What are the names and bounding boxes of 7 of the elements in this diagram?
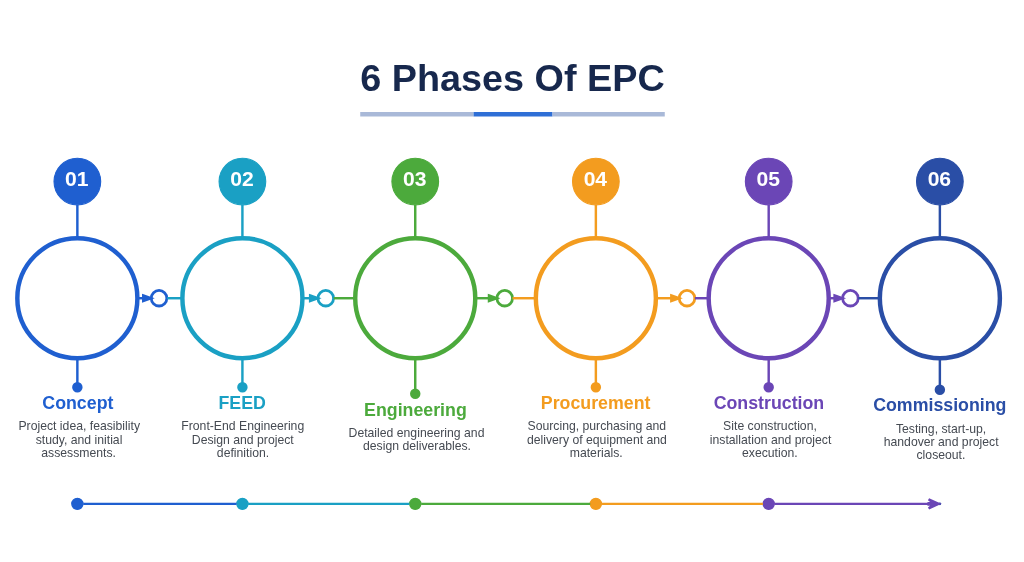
node-text: Construction Site construction, installation and project execution. (709, 393, 831, 460)
node-text: Engineering Detailed engineering and design deliverables. (348, 399, 484, 454)
diagram-title: 6 Phases Of EPC (359, 57, 665, 100)
node-text: Concept Project idea, feasibility study, and initial assessments. (17, 393, 140, 460)
node-text: FEED Front-End Engineering Design and project definition. (180, 393, 304, 460)
node-text: Procurement Sourcing, purchasing and delivery of equipment and materials. (526, 393, 667, 460)
node-text: Commissioning Testing, start-up, handover and project closeout. (872, 395, 1006, 463)
